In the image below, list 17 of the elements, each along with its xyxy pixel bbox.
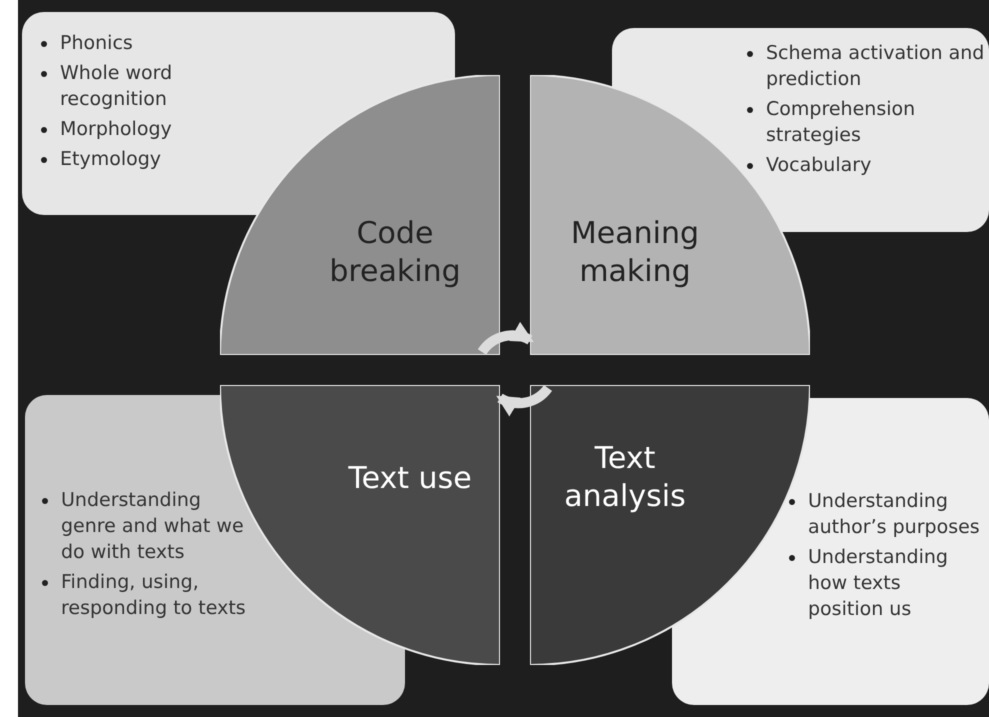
quadrant-title: Meaning making xyxy=(570,215,700,291)
quadrant-title: Text use xyxy=(347,460,473,498)
quadrant-title: Text analysis xyxy=(563,440,687,516)
bullet-text: Comprehension strategies xyxy=(766,98,916,146)
bullet-text: Understanding author’s purposes xyxy=(808,490,980,538)
cycle-arrow xyxy=(496,384,552,416)
bullet-text: Understanding genre and what we do with texts xyxy=(61,489,244,563)
bullet-text: Schema activation and prediction xyxy=(766,42,984,90)
bullet-text: Finding, using, responding to texts xyxy=(61,571,246,619)
bullet-text: Etymology xyxy=(60,148,162,170)
bullet-text: Morphology xyxy=(60,118,172,140)
bullet-text: Vocabulary xyxy=(766,154,872,176)
cycle-arrow xyxy=(478,322,534,355)
quadrant-title: Code breaking xyxy=(328,215,462,291)
bullet-text: Whole word recognition xyxy=(60,62,172,110)
bullet-text: Understanding how texts position us xyxy=(808,546,948,620)
bullet-text: Phonics xyxy=(60,32,133,54)
